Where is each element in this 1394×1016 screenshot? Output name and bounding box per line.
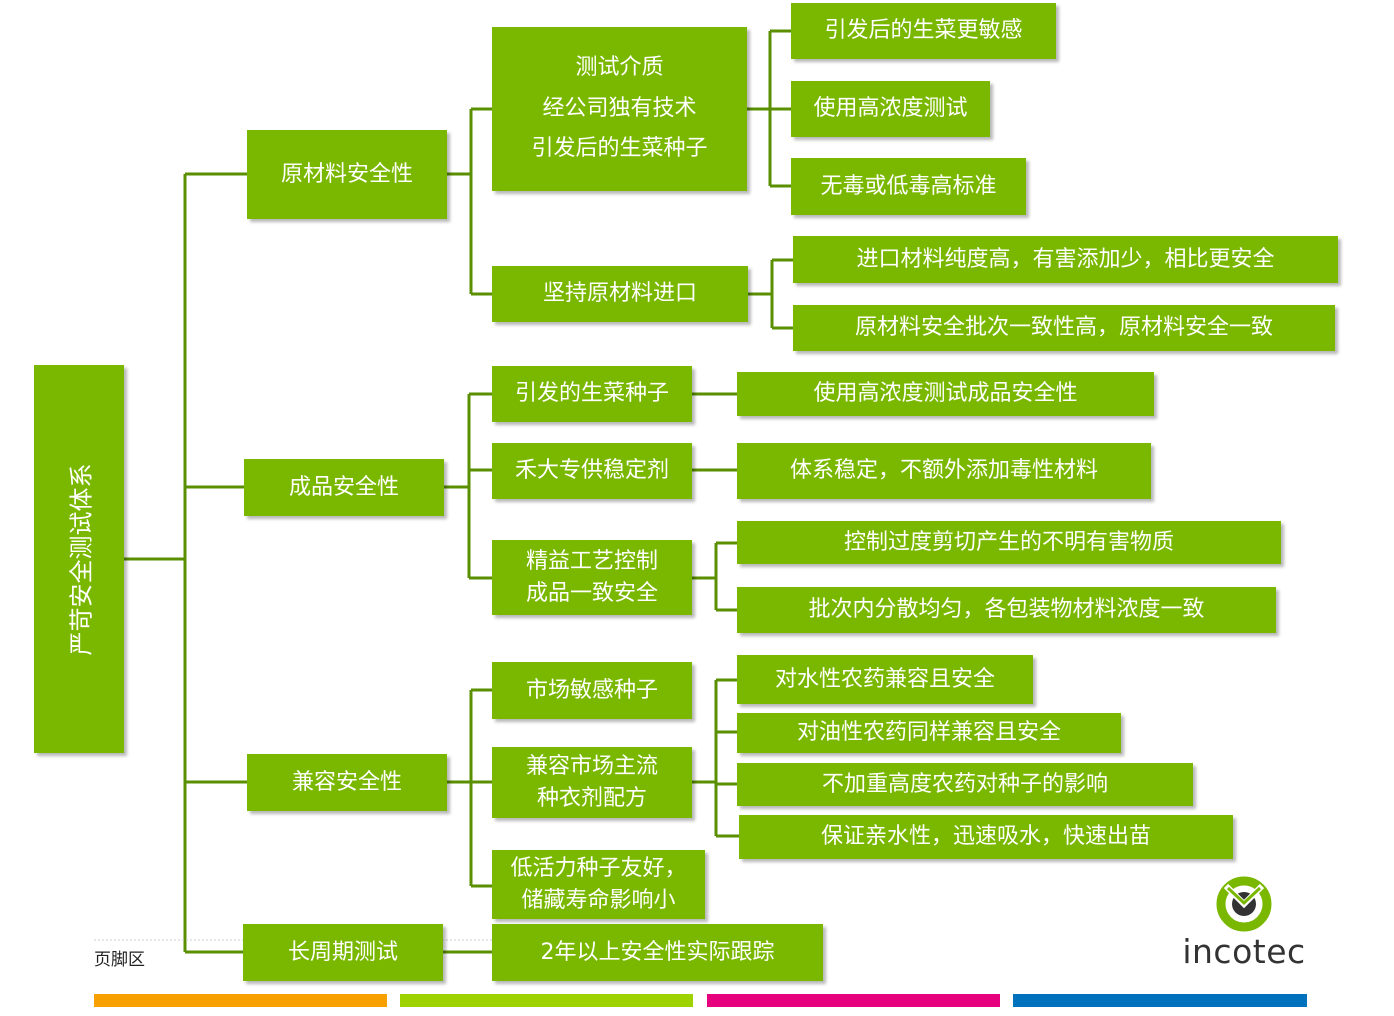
leaf-uniform-dispersion: 批次内分散均匀，各包装物材料浓度一致	[737, 587, 1276, 633]
root-node: 严苛安全测试体系	[34, 365, 124, 753]
root-label: 严苛安全测试体系	[67, 463, 96, 655]
node-process-control: 精益工艺控制 成品一致安全	[492, 540, 692, 615]
leaf-stable-system: 体系稳定，不额外添加毒性材料	[737, 443, 1151, 499]
node-long-term-tracking: 2年以上安全性实际跟踪	[492, 924, 823, 981]
leaf-oil-based: 对油性农药同样兼容且安全	[737, 713, 1121, 753]
footer-bar-orange	[94, 994, 387, 1007]
leaf-high-concentration: 使用高浓度测试	[791, 81, 990, 137]
leaf-high-purity: 进口材料纯度高，有害添加少，相比更安全	[793, 236, 1338, 283]
node-primed-seed: 引发的生菜种子	[492, 366, 692, 422]
node-import-materials: 坚持原材料进口	[492, 266, 748, 322]
leaf-low-toxicity: 无毒或低毒高标准	[791, 158, 1026, 215]
leaf-batch-consistency: 原材料安全批次一致性高，原材料安全一致	[793, 305, 1335, 351]
node-stabilizer: 禾大专供稳定剂	[492, 443, 692, 499]
incotec-logo-text: incotec	[1182, 932, 1306, 971]
incotec-logo: incotec	[1176, 876, 1312, 972]
node-compatibility-safety: 兼容安全性	[247, 754, 447, 811]
footer-bar-blue	[1013, 994, 1307, 1007]
node-long-term-test: 长周期测试	[243, 924, 443, 981]
node-mainstream-formula: 兼容市场主流 种衣剂配方	[492, 747, 692, 818]
leaf-shear-control: 控制过度剪切产生的不明有害物质	[737, 521, 1281, 564]
leaf-more-sensitive: 引发后的生菜更敏感	[791, 3, 1056, 59]
node-test-medium: 测试介质 经公司独有技术 引发后的生菜种子	[492, 27, 747, 191]
node-market-sensitive-seed: 市场敏感种子	[492, 662, 692, 719]
node-low-vigor-seed: 低活力种子友好， 储藏寿命影响小	[492, 850, 705, 919]
incotec-logo-icon	[1216, 876, 1272, 932]
footer-bar-green	[400, 994, 693, 1007]
footer-area-label: 页脚区	[94, 950, 145, 970]
node-raw-material-safety: 原材料安全性	[247, 130, 447, 219]
leaf-pesticide-impact: 不加重高度农药对种子的影响	[737, 763, 1193, 806]
footer-bar-pink	[707, 994, 1000, 1007]
node-product-safety: 成品安全性	[244, 459, 444, 516]
leaf-product-test: 使用高浓度测试成品安全性	[737, 372, 1154, 416]
leaf-water-based: 对水性农药兼容且安全	[737, 655, 1033, 704]
leaf-hydrophilic: 保证亲水性，迅速吸水，快速出苗	[739, 815, 1233, 859]
